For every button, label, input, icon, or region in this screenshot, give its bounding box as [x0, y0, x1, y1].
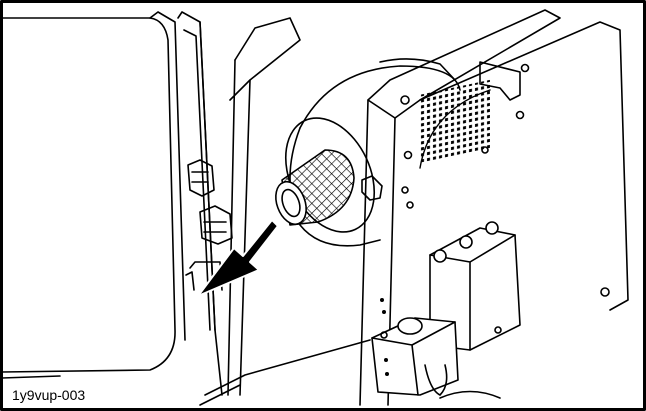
figure-code: 1y9vup-003: [10, 387, 88, 403]
chassis-frame: [199, 17, 371, 406]
front-bracket: [359, 9, 629, 406]
rivets: [380, 298, 389, 376]
bottom-connector: [371, 317, 501, 399]
cabinet-side-panel: [1, 11, 186, 379]
pointer-arrow-icon: [197, 219, 279, 297]
junction-box: [429, 221, 521, 351]
filter-element: [275, 149, 355, 226]
door-hinge-post: [177, 11, 233, 396]
